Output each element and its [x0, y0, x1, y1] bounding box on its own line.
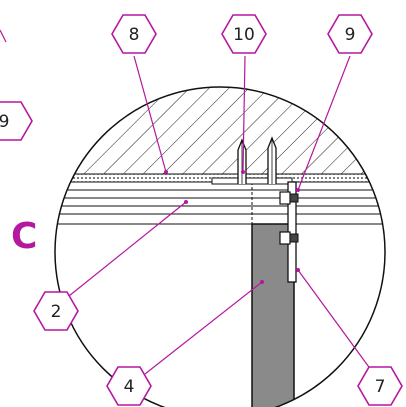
- svg-text:9: 9: [0, 112, 9, 132]
- callout-4: 4: [106, 366, 152, 406]
- callout-9-left: 9: [0, 101, 33, 141]
- callout-9-right: 9: [327, 14, 373, 54]
- board-layers: [55, 181, 385, 225]
- svg-text:8: 8: [129, 25, 140, 45]
- leader-lines: [63, 55, 375, 375]
- anchor-bolts: [237, 136, 277, 184]
- callout-7: 7: [357, 366, 403, 406]
- detail-circle-outline: [54, 86, 386, 407]
- svg-text:2: 2: [51, 302, 62, 322]
- screws: [279, 191, 299, 245]
- callout-2: 2: [33, 291, 79, 331]
- callout-10: 10: [221, 14, 267, 54]
- section-letter: C: [11, 216, 37, 257]
- svg-text:9: 9: [345, 25, 356, 45]
- edge-mark: [0, 29, 7, 43]
- svg-text:10: 10: [233, 25, 255, 45]
- ceiling-track: [211, 177, 293, 185]
- concrete-slab-hatch: [55, 87, 385, 174]
- callout-8: 8: [111, 14, 157, 54]
- svg-text:4: 4: [124, 377, 135, 397]
- leader-dots: [164, 170, 300, 284]
- partition-wall: [251, 223, 295, 407]
- svg-text:7: 7: [375, 377, 386, 397]
